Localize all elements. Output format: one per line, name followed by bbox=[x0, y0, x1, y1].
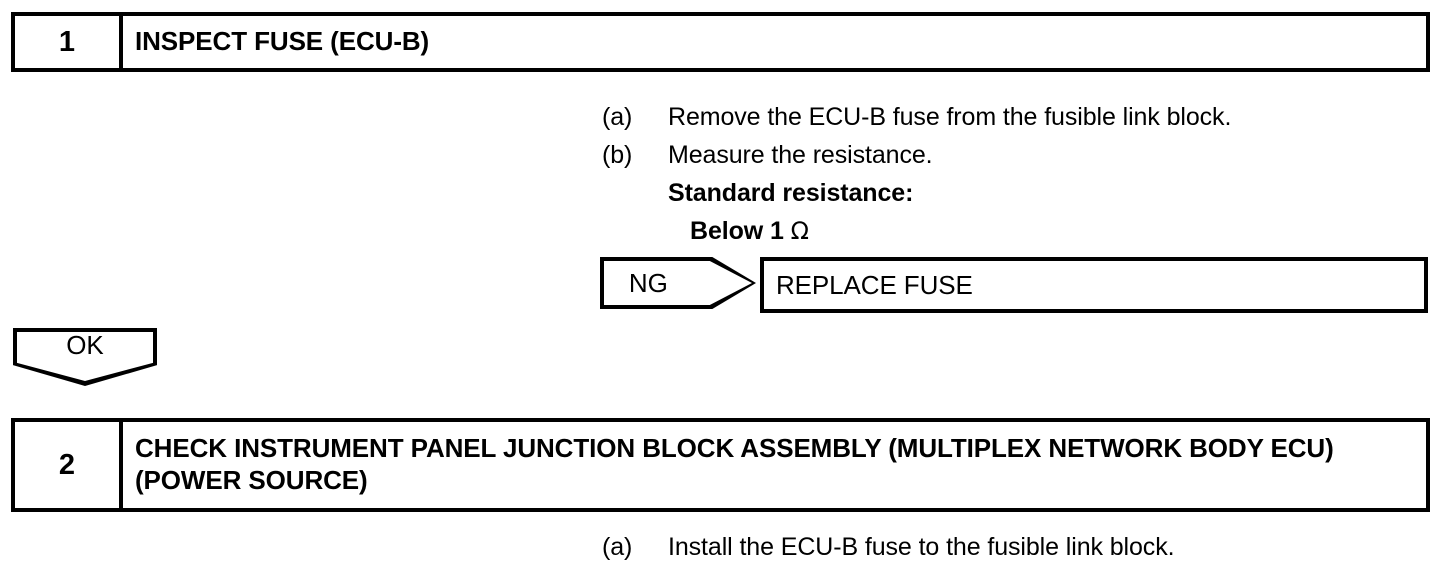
procedure-item: (a) Install the ECU-B fuse to the fusibl… bbox=[602, 528, 1175, 566]
step-1-title-cell: INSPECT FUSE (ECU-B) bbox=[123, 16, 1426, 68]
spec-value-text: Below 1 bbox=[690, 217, 791, 245]
procedure-marker: (b) bbox=[602, 141, 633, 169]
step-2-title: CHECK INSTRUMENT PANEL JUNCTION BLOCK AS… bbox=[135, 433, 1334, 495]
step-2-number-cell: 2 bbox=[15, 422, 123, 508]
step-2-header-box: 2 CHECK INSTRUMENT PANEL JUNCTION BLOCK … bbox=[11, 418, 1430, 512]
ng-result-arrow: NG bbox=[600, 257, 756, 309]
procedure-marker: (a) bbox=[602, 533, 633, 561]
procedure-text: Install the ECU-B fuse to the fusible li… bbox=[668, 533, 1175, 561]
step-2-procedure-list: (a) Install the ECU-B fuse to the fusibl… bbox=[602, 528, 1175, 566]
step-2-number: 2 bbox=[58, 448, 76, 481]
ng-arrow-label: NG bbox=[628, 267, 668, 298]
procedure-item: (a) Remove the ECU-B fuse from the fusib… bbox=[602, 98, 1231, 136]
procedure-item: (b) Measure the resistance. bbox=[602, 136, 1231, 174]
replace-fuse-action-box: REPLACE FUSE bbox=[760, 257, 1428, 313]
step-1-procedure-list: (a) Remove the ECU-B fuse from the fusib… bbox=[602, 98, 1231, 250]
step-1-header-box: 1 INSPECT FUSE (ECU-B) bbox=[11, 12, 1430, 72]
ohm-icon: Ω bbox=[790, 217, 809, 245]
step-2-title-cell: CHECK INSTRUMENT PANEL JUNCTION BLOCK AS… bbox=[123, 422, 1426, 508]
step-1-number-cell: 1 bbox=[15, 16, 123, 68]
procedure-marker: (a) bbox=[602, 103, 633, 131]
standard-resistance-heading: Standard resistance: bbox=[668, 179, 914, 207]
standard-resistance-value: Below 1 Ω bbox=[690, 212, 1231, 250]
procedure-text: Remove the ECU-B fuse from the fusible l… bbox=[668, 103, 1232, 131]
ok-result-arrow: OK bbox=[13, 328, 157, 386]
step-1-number: 1 bbox=[58, 25, 76, 58]
ok-arrow-label: OK bbox=[66, 330, 104, 361]
step-1-title: INSPECT FUSE (ECU-B) bbox=[135, 26, 430, 57]
replace-fuse-label: REPLACE FUSE bbox=[776, 269, 973, 300]
procedure-text: Measure the resistance. bbox=[668, 141, 933, 169]
